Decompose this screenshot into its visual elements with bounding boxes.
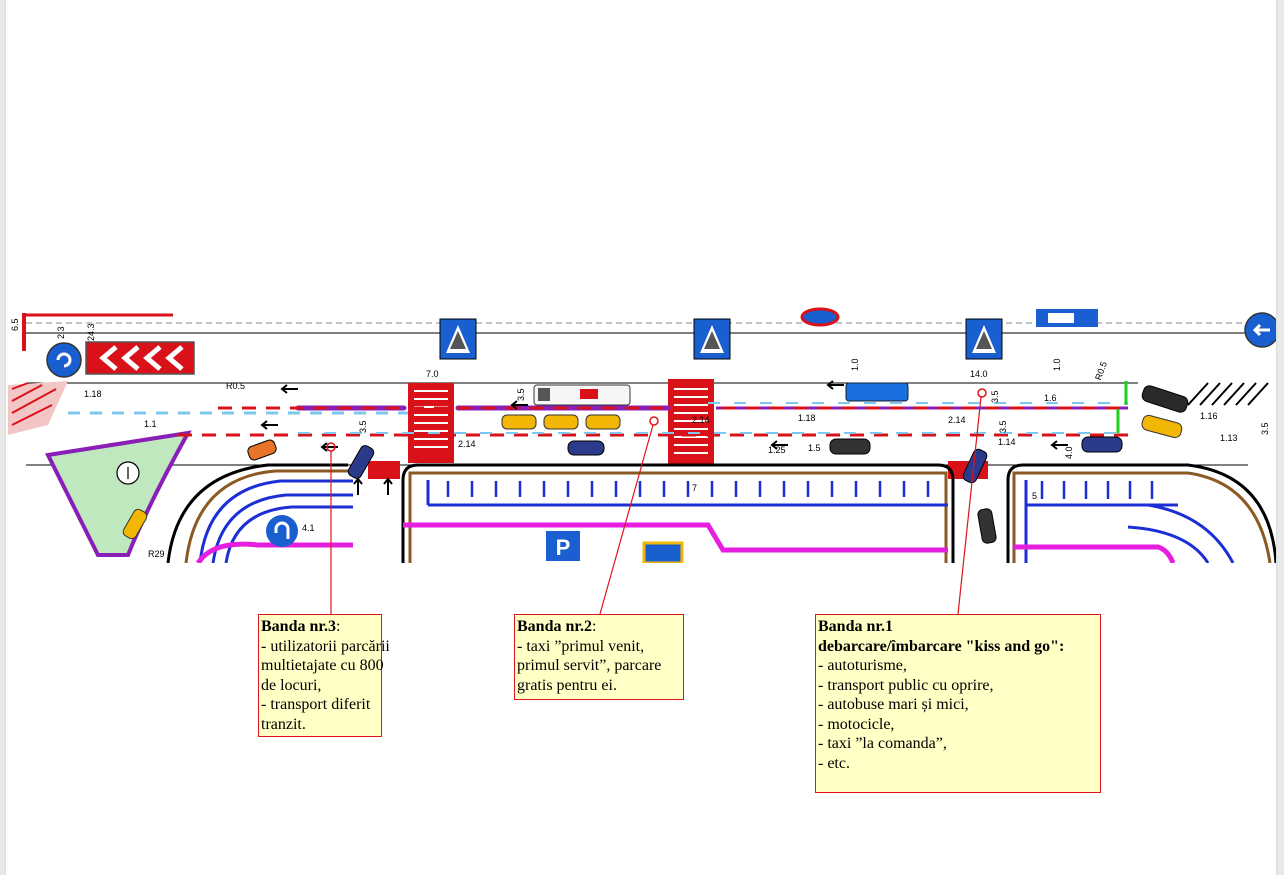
callout-title: Banda nr.1 xyxy=(818,618,893,635)
svg-text:7: 7 xyxy=(692,483,697,493)
red-curb-mark xyxy=(368,461,400,479)
crosswalk-block-1 xyxy=(408,383,454,463)
callout-line: - autoturisme, xyxy=(818,657,907,674)
callout-title-suffix: : xyxy=(336,618,341,635)
info-sign-yellow xyxy=(642,541,684,563)
parking-stalls-row xyxy=(446,481,930,497)
crosswalk-sign-2 xyxy=(693,318,731,360)
turn-sign-circle xyxy=(266,515,298,547)
svg-text:1.25: 1.25 xyxy=(768,445,786,455)
svg-text:1.1: 1.1 xyxy=(144,419,157,429)
magenta-route xyxy=(195,541,353,563)
svg-text:2.14: 2.14 xyxy=(458,439,476,449)
svg-text:1.5: 1.5 xyxy=(808,443,821,453)
svg-text:1.14: 1.14 xyxy=(998,437,1016,447)
parking-sign: P xyxy=(546,531,580,561)
magenta-route xyxy=(1014,544,1176,563)
svg-text:6.5: 6.5 xyxy=(10,318,20,331)
svg-text:3.5: 3.5 xyxy=(990,390,1000,403)
svg-text:1.13: 1.13 xyxy=(1220,433,1238,443)
svg-text:1.16: 1.16 xyxy=(1200,411,1218,421)
callout-line: de locuri, xyxy=(261,676,322,694)
hatched-area-right xyxy=(1187,382,1269,406)
curb-line xyxy=(1006,463,1276,563)
svg-text:1.0: 1.0 xyxy=(850,358,860,371)
roundabout-sign xyxy=(46,342,82,378)
svg-text:3.5: 3.5 xyxy=(358,420,368,433)
chevron-warning-sign xyxy=(85,341,195,375)
dimension-labels: 6.5 2.3 24.3 7.0 3.5 3.5 14.0 1.0 1.0 R0… xyxy=(10,318,1270,559)
no-entry-sign xyxy=(800,307,840,327)
svg-text:3.5: 3.5 xyxy=(998,420,1008,433)
car-vehicle xyxy=(247,385,1189,544)
callout-line: - autobuse mari și mici, xyxy=(818,696,969,713)
red-border-mark xyxy=(22,313,26,351)
brown-boundary xyxy=(1012,471,1272,563)
crosswalk-block-2 xyxy=(668,379,714,465)
svg-text:14.0: 14.0 xyxy=(970,369,988,379)
callout-title-suffix: : xyxy=(592,618,597,635)
svg-text:R0.5: R0.5 xyxy=(1093,360,1109,381)
callout-line: - utilizatorii parcării xyxy=(261,637,390,655)
brown-boundary xyxy=(408,471,948,563)
callout-line: multietajate cu 800 xyxy=(261,657,384,674)
svg-text:2.14: 2.14 xyxy=(948,415,966,425)
svg-text:3.5: 3.5 xyxy=(1260,422,1270,435)
callout-line: - transport public cu oprire, xyxy=(818,676,994,694)
return-sign-right xyxy=(1244,312,1276,348)
svg-text:1.0: 1.0 xyxy=(1052,358,1062,371)
site-plan-drawing: P xyxy=(8,307,1276,563)
hatched-area-left xyxy=(8,381,68,435)
svg-text:R0.5: R0.5 xyxy=(226,381,245,391)
parking-stalls-row xyxy=(1040,481,1154,499)
callout-line: - etc. xyxy=(818,754,850,772)
callout-banda-3: Banda nr.3: - utilizatorii parcării mult… xyxy=(258,614,390,737)
direction-arrows xyxy=(260,380,1068,495)
callout-title-line: Banda nr.3: xyxy=(261,617,379,637)
svg-text:4.1: 4.1 xyxy=(302,523,315,533)
crosswalk-sign-3 xyxy=(965,318,1003,360)
callout-line: - motocicle, xyxy=(818,715,895,733)
callout-banda-2: Banda nr.2: - taxi ”primul venit, primul… xyxy=(514,614,684,700)
parking-sign-label: P xyxy=(556,535,571,560)
svg-text:2.3: 2.3 xyxy=(56,326,66,339)
magenta-route xyxy=(403,522,948,553)
parking-rows-blue xyxy=(198,479,1235,563)
svg-text:2.14: 2.14 xyxy=(692,415,710,425)
svg-text:1.6: 1.6 xyxy=(1044,393,1057,403)
green-island xyxy=(44,430,192,557)
brown-boundary xyxy=(184,469,353,563)
info-sign xyxy=(1036,309,1098,327)
callout-line: - transport diferit xyxy=(261,696,371,713)
curb-line xyxy=(401,463,955,563)
svg-text:1.18: 1.18 xyxy=(798,413,816,423)
callout-line: gratis pentru ei. xyxy=(517,676,617,694)
blue-van-vehicle xyxy=(845,382,909,402)
curb-curve xyxy=(166,463,348,563)
callout-banda-1: Banda nr.1 debarcare/îmbarcare "kiss and… xyxy=(815,614,1101,793)
svg-text:24.3: 24.3 xyxy=(86,323,96,341)
callout-title-line2: debarcare/îmbarcare "kiss and go": xyxy=(818,637,1065,655)
svg-text:5: 5 xyxy=(1032,491,1037,501)
bus-vehicle xyxy=(533,384,631,406)
svg-text:1.18: 1.18 xyxy=(84,389,102,399)
svg-text:4.0: 4.0 xyxy=(1064,446,1074,459)
svg-text:R29: R29 xyxy=(148,549,165,559)
callout-title: Banda nr.3 xyxy=(261,618,336,635)
callout-line: tranzit. xyxy=(261,715,306,733)
callout-title: Banda nr.2 xyxy=(517,618,592,635)
svg-text:3.5: 3.5 xyxy=(516,388,526,401)
callout-title-line: Banda nr.2: xyxy=(517,617,681,637)
callout-line: - taxi ”primul venit, xyxy=(517,637,645,655)
crosswalk-sign-1 xyxy=(439,318,477,360)
taxi-vehicle xyxy=(122,414,1183,540)
svg-text:7.0: 7.0 xyxy=(426,369,439,379)
callout-line: - taxi ”la comanda”, xyxy=(818,735,947,752)
callout-line: primul servit”, parcare xyxy=(517,657,662,674)
